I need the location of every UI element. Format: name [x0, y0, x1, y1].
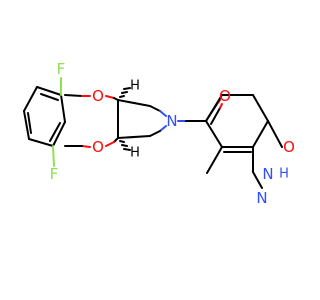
oxygen-atom-ring-top: O	[92, 87, 104, 105]
nitrogen-atom-pyrrolidine: N	[166, 112, 177, 130]
nitrogen-atom-nh: N	[262, 165, 273, 183]
pyrrolidine-ring	[117, 99, 167, 139]
stereo-hash-bottom	[119, 140, 131, 151]
c-f-bond-bottom	[52, 145, 55, 167]
oxygen-atom-ring-bottom: O	[92, 138, 104, 156]
nitrogen-atom-imine: N	[256, 189, 267, 207]
oxygen-atom-carbonyl: O	[219, 87, 231, 105]
benzene-ring	[23, 86, 66, 147]
fluorine-atom-bottom: F	[50, 165, 59, 183]
hydrogen-atom-ring-top: H	[130, 79, 140, 94]
hydrogen-atom-ring-bottom: H	[130, 146, 140, 161]
hydrogen-atom-nh: H	[279, 167, 289, 182]
stereo-hash-top	[119, 87, 131, 98]
oxygen-atom-pyridazinone: O	[283, 138, 295, 156]
ring-closure	[267, 120, 283, 148]
carbonyl	[177, 99, 223, 125]
methyl-bond-upper	[206, 146, 223, 174]
fluorine-atom-top: F	[57, 60, 66, 78]
pyridazinone-ring	[205, 94, 269, 153]
c-n-bond	[252, 171, 263, 189]
molecule-structure: F F O O N O O H H N H N	[23, 60, 295, 207]
